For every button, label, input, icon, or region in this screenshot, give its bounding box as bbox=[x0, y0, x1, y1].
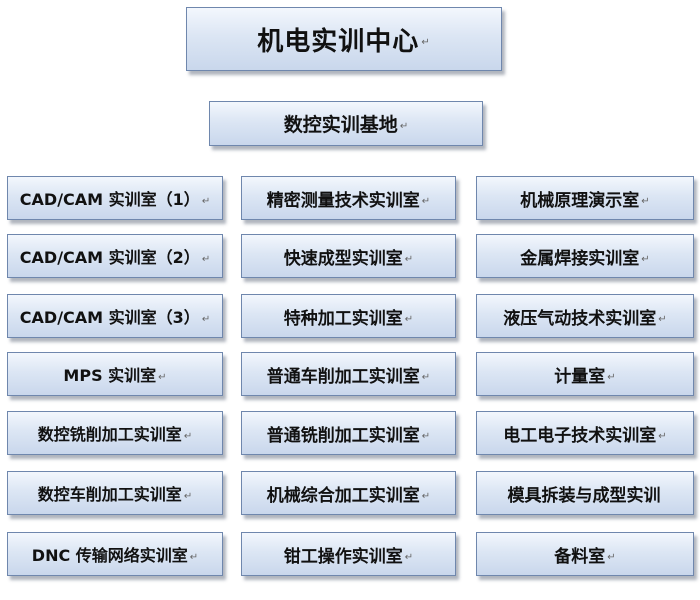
room-label: 计量室 bbox=[554, 366, 606, 387]
paragraph-mark-icon: ↵ bbox=[421, 195, 431, 207]
room-label: 模具拆装与成型实训 bbox=[507, 485, 661, 506]
paragraph-mark-icon: ↵ bbox=[421, 490, 431, 502]
room-box-hydraulic-pneumatic: 液压气动技术实训室↵ bbox=[476, 294, 694, 338]
room-box-cad-cam-1: CAD/CAM 实训室（1）↵ bbox=[7, 176, 223, 220]
paragraph-mark-icon: ↵ bbox=[641, 195, 650, 207]
paragraph-mark-icon: ↵ bbox=[404, 253, 414, 265]
room-box-cad-cam-2: CAD/CAM 实训室（2）↵ bbox=[7, 234, 223, 278]
room-label: 数控车削加工实训室 bbox=[37, 485, 182, 504]
room-label: 精密测量技术实训室 bbox=[266, 190, 420, 211]
paragraph-mark-icon: ↵ bbox=[607, 551, 616, 563]
room-box-cnc-turning: 数控车削加工实训室↵ bbox=[7, 471, 223, 515]
room-box-electrical-electronics: 电工电子技术实训室↵ bbox=[476, 411, 694, 455]
room-box-cnc-milling: 数控铣削加工实训室↵ bbox=[7, 411, 223, 455]
paragraph-mark-icon: ↵ bbox=[641, 253, 650, 265]
room-label: DNC 传输网络实训室 bbox=[31, 546, 188, 565]
paragraph-mark-icon: ↵ bbox=[201, 253, 211, 265]
room-label: CAD/CAM 实训室（2） bbox=[19, 248, 200, 267]
center-title-box: 机电实训中心↵ bbox=[186, 7, 502, 71]
room-label: 金属焊接实训室 bbox=[520, 248, 640, 269]
room-box-rapid-prototyping: 快速成型实训室↵ bbox=[241, 234, 456, 278]
room-box-special-machining: 特种加工实训室↵ bbox=[241, 294, 456, 338]
room-box-fitter-operation: 钳工操作实训室↵ bbox=[241, 532, 456, 576]
room-label: 普通铣削加工实训室 bbox=[266, 425, 420, 446]
room-box-metrology: 计量室↵ bbox=[476, 352, 694, 396]
paragraph-mark-icon: ↵ bbox=[658, 430, 667, 442]
paragraph-mark-icon: ↵ bbox=[201, 195, 211, 207]
paragraph-mark-icon: ↵ bbox=[189, 551, 199, 563]
paragraph-mark-icon: ↵ bbox=[158, 371, 167, 383]
paragraph-mark-icon: ↵ bbox=[607, 371, 616, 383]
room-box-mechanism-demo: 机械原理演示室↵ bbox=[476, 176, 694, 220]
room-box-cad-cam-3: CAD/CAM 实训室（3）↵ bbox=[7, 294, 223, 338]
paragraph-mark-icon: ↵ bbox=[404, 313, 414, 325]
room-box-comprehensive-machining: 机械综合加工实训室↵ bbox=[241, 471, 456, 515]
room-label: MPS 实训室 bbox=[63, 366, 157, 385]
room-box-precision-measurement: 精密测量技术实训室↵ bbox=[241, 176, 456, 220]
base-text: 数控实训基地 bbox=[283, 114, 398, 136]
room-label: 钳工操作实训室 bbox=[283, 546, 403, 567]
center-title-text: 机电实训中心 bbox=[257, 26, 420, 57]
room-box-conventional-turning: 普通车削加工实训室↵ bbox=[241, 352, 456, 396]
base-box: 数控实训基地↵ bbox=[209, 101, 483, 146]
room-box-metal-welding: 金属焊接实训室↵ bbox=[476, 234, 694, 278]
paragraph-mark-icon: ↵ bbox=[201, 313, 211, 325]
room-label: 机械综合加工实训室 bbox=[266, 485, 420, 506]
paragraph-mark-icon: ↵ bbox=[421, 36, 431, 48]
room-label: 快速成型实训室 bbox=[283, 248, 403, 269]
paragraph-mark-icon: ↵ bbox=[658, 313, 667, 325]
room-label: CAD/CAM 实训室（3） bbox=[19, 308, 200, 327]
paragraph-mark-icon: ↵ bbox=[183, 430, 193, 442]
paragraph-mark-icon: ↵ bbox=[183, 490, 193, 502]
room-box-conventional-milling: 普通铣削加工实训室↵ bbox=[241, 411, 456, 455]
room-label: 特种加工实训室 bbox=[283, 308, 403, 329]
paragraph-mark-icon: ↵ bbox=[421, 371, 431, 383]
paragraph-mark-icon: ↵ bbox=[421, 430, 431, 442]
room-label: 液压气动技术实训室 bbox=[503, 308, 657, 329]
room-box-mps: MPS 实训室↵ bbox=[7, 352, 223, 396]
room-label: 普通车削加工实训室 bbox=[266, 366, 420, 387]
room-label: 备料室 bbox=[554, 546, 606, 567]
room-label: 机械原理演示室 bbox=[520, 190, 640, 211]
room-box-dnc-network: DNC 传输网络实训室↵ bbox=[7, 532, 223, 576]
room-label: 电工电子技术实训室 bbox=[503, 425, 657, 446]
room-label: CAD/CAM 实训室（1） bbox=[19, 190, 200, 209]
room-box-mold-assembly: 模具拆装与成型实训 bbox=[476, 471, 694, 515]
paragraph-mark-icon: ↵ bbox=[404, 551, 414, 563]
room-label: 数控铣削加工实训室 bbox=[37, 425, 182, 444]
room-box-material-prep: 备料室↵ bbox=[476, 532, 694, 576]
paragraph-mark-icon: ↵ bbox=[399, 121, 409, 132]
